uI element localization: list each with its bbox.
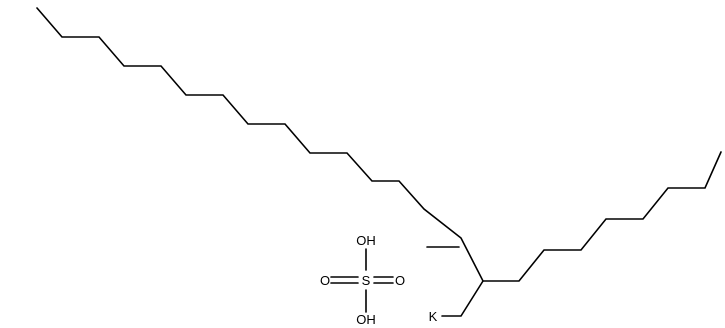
atom-s: S bbox=[362, 273, 371, 288]
atom-k: K bbox=[429, 309, 438, 324]
main-alkyl-chain bbox=[36, 7, 722, 282]
atom-oh-bottom: OH bbox=[356, 312, 376, 327]
atom-o-right: O bbox=[395, 273, 405, 288]
atom-oh-top: OH bbox=[356, 233, 376, 248]
atom-o-left: O bbox=[320, 273, 330, 288]
ch2-k-branch bbox=[441, 280, 484, 317]
